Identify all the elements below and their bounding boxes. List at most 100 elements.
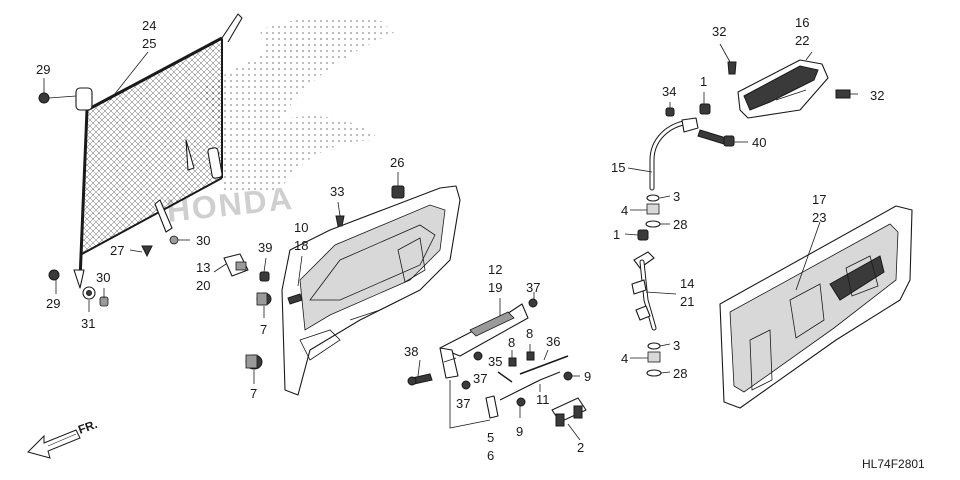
label-17: 17 [812, 192, 826, 207]
label-3-top: 3 [673, 189, 680, 204]
label-24: 24 [142, 18, 156, 33]
label-28-bottom: 28 [673, 366, 687, 381]
striker-2 [551, 397, 587, 427]
nut-30-bottom [99, 296, 109, 307]
label-36: 36 [546, 334, 560, 349]
label-1-top: 1 [700, 74, 707, 89]
nut-39 [259, 271, 270, 282]
label-35: 35 [488, 354, 502, 369]
collar-4-top [646, 203, 660, 215]
label-28-top: 28 [673, 217, 687, 232]
label-19: 19 [488, 280, 502, 295]
collar-3-bottom [647, 342, 661, 350]
label-18: 18 [294, 238, 308, 253]
label-40: 40 [752, 135, 766, 150]
label-15: 15 [611, 160, 625, 175]
collar-4-bottom [647, 351, 661, 363]
cap-26 [391, 185, 405, 199]
label-5: 5 [487, 430, 494, 445]
label-6: 6 [487, 448, 494, 463]
label-14: 14 [680, 276, 694, 291]
front-direction-arrow: FR. [27, 417, 99, 459]
diagram-code: HL74F2801 [862, 457, 925, 471]
label-9-right: 9 [584, 369, 591, 384]
label-7-upper: 7 [260, 322, 267, 337]
nut-1-middle [637, 229, 649, 241]
label-8-left: 8 [508, 335, 515, 350]
label-30-bottom: 30 [96, 270, 110, 285]
part-labels: 24 25 29 29 27 30 30 31 26 33 10 18 39 1… [36, 15, 884, 463]
label-8-right: 8 [526, 326, 533, 341]
label-26: 26 [390, 155, 404, 170]
label-29-top: 29 [36, 62, 50, 77]
label-4-top: 4 [621, 203, 628, 218]
oring-28-bottom [646, 369, 662, 377]
latch-5-6 [485, 395, 499, 419]
nut-1-top [699, 103, 711, 115]
fastener-27 [141, 245, 153, 258]
rod-36 [519, 355, 569, 375]
label-38: 38 [404, 344, 418, 359]
label-13: 13 [196, 260, 210, 275]
label-20: 20 [196, 278, 210, 293]
clip-9-right [563, 371, 573, 381]
label-3-bottom: 3 [673, 338, 680, 353]
spring-35 [497, 371, 513, 383]
label-25: 25 [142, 36, 156, 51]
label-22: 22 [795, 33, 809, 48]
label-21: 21 [680, 294, 694, 309]
label-11: 11 [536, 392, 550, 407]
rod-11 [499, 371, 561, 401]
label-4-bottom: 4 [621, 351, 628, 366]
label-29-bottom: 29 [46, 296, 60, 311]
screw-32-left [727, 61, 737, 75]
nut-37-top [528, 298, 538, 308]
fastener-30-top [169, 235, 179, 245]
handle-cover-16-22 [737, 59, 829, 119]
nut-37-bottom [461, 380, 471, 390]
label-10: 10 [294, 220, 308, 235]
fastener-29-bottom [48, 269, 60, 281]
label-37-top: 37 [526, 280, 540, 295]
label-27: 27 [110, 243, 124, 258]
cable-15 [649, 117, 699, 191]
label-39: 39 [258, 240, 272, 255]
oring-28-top [645, 220, 661, 228]
clip-8-left [508, 357, 517, 367]
bushing-7-lower [245, 354, 263, 370]
label-9-bottom: 9 [516, 424, 523, 439]
label-37-bottom: 37 [456, 396, 470, 411]
latch-bracket-12-19 [439, 303, 529, 379]
door-panel-right [719, 205, 913, 409]
bushing-7-upper [256, 292, 272, 306]
screw-32-right [835, 89, 851, 99]
label-2: 2 [577, 440, 584, 455]
clip-9-bottom [516, 397, 526, 407]
label-34: 34 [662, 84, 676, 99]
cargo-net [73, 13, 243, 289]
label-31: 31 [81, 316, 95, 331]
screw-33 [335, 215, 345, 227]
label-7-lower: 7 [250, 386, 257, 401]
front-direction-label: FR. [76, 417, 99, 437]
nut-34 [665, 107, 675, 117]
label-16: 16 [795, 15, 809, 30]
washer-31 [82, 286, 96, 300]
nut-37-middle [473, 351, 483, 361]
latch-13-20 [223, 253, 249, 277]
bolt-40 [697, 129, 735, 147]
label-32-right: 32 [870, 88, 884, 103]
bolt-38 [407, 373, 433, 386]
label-33: 33 [330, 184, 344, 199]
fastener-29-top [38, 92, 77, 104]
label-23: 23 [812, 210, 826, 225]
label-37-middle: 37 [473, 371, 487, 386]
collar-3-top [646, 194, 660, 202]
label-12: 12 [488, 262, 502, 277]
label-32-left: 32 [712, 24, 726, 39]
label-1-middle: 1 [613, 227, 620, 242]
clip-8-right [526, 351, 535, 361]
label-30-top: 30 [196, 233, 210, 248]
door-panel-left [281, 185, 461, 396]
